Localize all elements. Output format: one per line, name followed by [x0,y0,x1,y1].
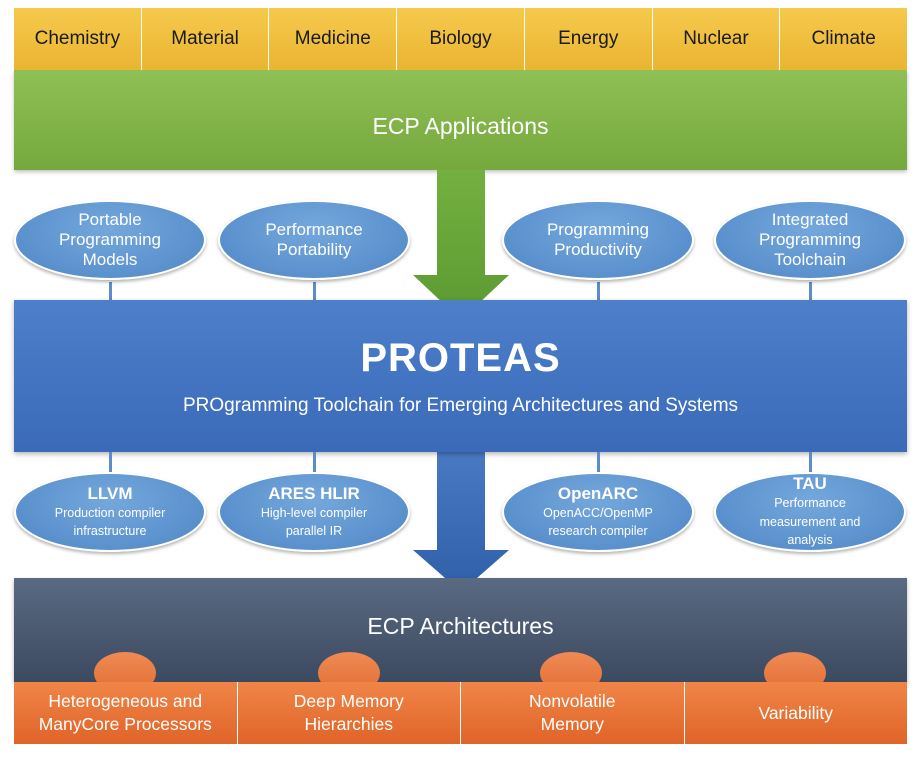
goal-integrated-programming-toolchain: Integrated Programming Toolchain [714,200,906,280]
tool-name: OpenARC [557,483,639,503]
domain-tile-climate: Climate [780,8,908,70]
goal-programming-productivity: Programming Productivity [502,200,694,280]
connector-line [313,282,316,300]
proteas-title: PROTEAS [360,335,561,380]
architecture-tile-deep-memory: Deep Memory Hierarchies [237,682,461,744]
tool-name: TAU [793,473,827,493]
connector-line [597,282,600,300]
ecp-applications-label: ECP Applications [372,112,549,139]
architecture-tiles: Heterogeneous and ManyCore Processors De… [14,682,907,744]
domain-tile-chemistry: Chemistry [14,8,142,70]
tool-name: LLVM [87,483,133,503]
connector-line [313,452,316,476]
architecture-tile-variability: Variability [684,682,907,744]
goal-performance-portability: Performance Portability [218,200,410,280]
ecp-architectures-bar [14,578,907,682]
proteas-subtitle: PROgramming Toolchain for Emerging Archi… [182,394,739,416]
goal-portable-programming-models: Portable Programming Models [14,200,206,280]
down-arrow-blue [413,452,509,592]
ecp-architectures-label: ECP Architectures [367,612,554,639]
tool-tau: TAU Performance measurement and analysis [714,472,906,552]
tool-description: Performance measurement and analysis [759,495,861,548]
connector-line [809,282,812,300]
domain-tile-energy: Energy [524,8,653,70]
connector-line [809,452,812,476]
tool-llvm: LLVM Production compiler infrastructure [14,472,206,552]
architecture-tile-heterogeneous: Heterogeneous and ManyCore Processors [14,682,238,744]
ecp-applications-bar: ECP Applications [14,70,907,170]
domain-tile-nuclear: Nuclear [652,8,781,70]
domain-tiles: Chemistry Material Medicine Biology Ener… [14,8,908,70]
proteas-box: PROTEAS PROgramming Toolchain for Emergi… [14,300,907,452]
tool-ares-hlir: ARES HLIR High-level compiler parallel I… [218,472,410,552]
architecture-tile-nonvolatile-memory: Nonvolatile Memory [461,682,685,744]
connector-line [597,452,600,476]
domain-tile-medicine: Medicine [269,8,398,70]
tool-openarc: OpenARC OpenACC/OpenMP research compiler [502,472,694,552]
connector-line [109,452,112,476]
tool-description: Production compiler infrastructure [54,505,166,539]
domain-tile-biology: Biology [397,8,525,70]
connector-line [109,282,112,300]
tool-description: OpenACC/OpenMP research compiler [543,505,653,539]
down-arrow-green [413,170,509,320]
tool-name: ARES HLIR [268,483,360,503]
tool-description: High-level compiler parallel IR [260,505,368,539]
domain-tile-material: Material [141,8,270,70]
